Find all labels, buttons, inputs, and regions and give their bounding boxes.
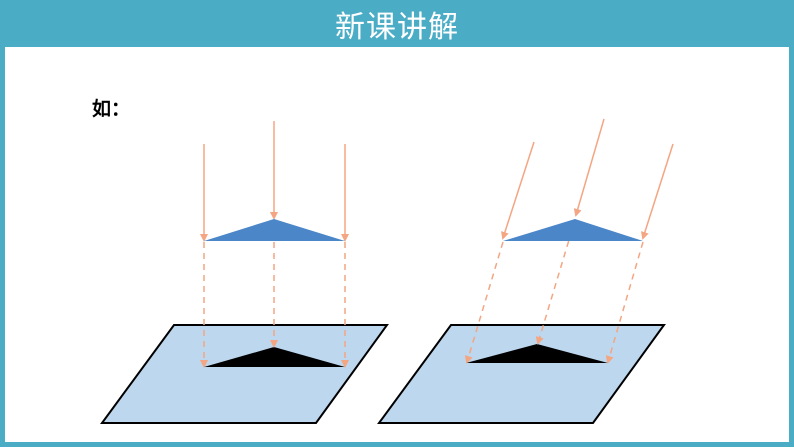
left-plane: [100, 324, 389, 424]
right-plane: [377, 324, 666, 424]
left-shadow-triangle: [204, 347, 345, 367]
right-ray-1: [501, 141, 535, 240]
title-bar: 新课讲解: [0, 0, 794, 47]
example-label: 如：: [92, 98, 131, 120]
oblique-projection: [377, 118, 674, 424]
right-object-triangle: [503, 219, 643, 241]
slide-title: 新课讲解: [335, 9, 459, 45]
right-dashed-ray-1: [464, 241, 504, 364]
right-ray-3: [641, 143, 674, 240]
right-dashed-ray-3: [605, 241, 644, 364]
right-ray-2: [573, 118, 605, 217]
orthographic-projection: [100, 121, 389, 424]
right-shadow-triangle: [466, 344, 608, 363]
left-object-triangle: [204, 219, 345, 241]
